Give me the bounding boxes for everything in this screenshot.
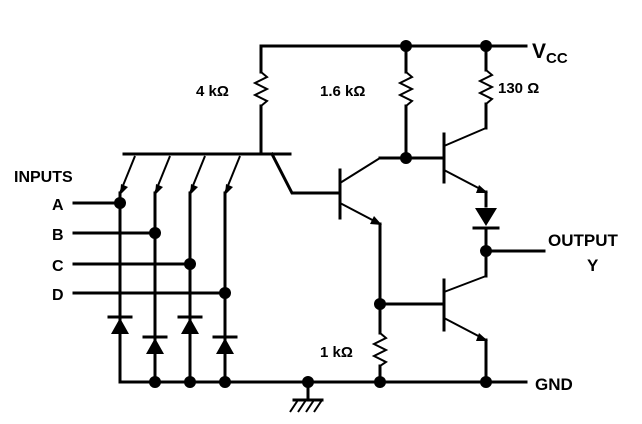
resistor-130-label: 130 Ω <box>498 80 539 97</box>
chassis-ground-icon <box>289 380 324 413</box>
clamp-diodes <box>107 315 238 354</box>
gnd-label: GND <box>535 375 573 394</box>
resistor-1k <box>371 302 389 384</box>
lower-output-transistor <box>378 275 488 384</box>
resistor-1k-label: 1 kΩ <box>320 344 353 361</box>
vcc-label: VCC <box>532 40 568 67</box>
clamp-diode-a <box>107 315 133 334</box>
output-label: OUTPUT <box>548 231 619 250</box>
input-d-label: D <box>52 287 64 304</box>
multi-emitter-input-transistor <box>119 151 340 195</box>
resistor-1-6k-label: 1.6 kΩ <box>320 83 365 100</box>
output-diode <box>472 208 546 278</box>
output-y-label: Y <box>587 256 599 275</box>
inputs-label: INPUTS <box>14 169 73 186</box>
input-a-label: A <box>52 197 64 214</box>
clamp-diode-d <box>212 335 238 354</box>
input-b-label: B <box>52 227 64 244</box>
resistor-4k-label: 4 kΩ <box>196 83 229 100</box>
resistor-130 <box>477 44 495 130</box>
input-lines <box>72 191 231 384</box>
clamp-diode-c <box>177 315 203 334</box>
phase-splitter-transistor <box>338 152 444 310</box>
resistor-1-6k <box>397 44 415 160</box>
upper-output-transistor <box>442 127 488 208</box>
ground-rail <box>118 376 528 388</box>
clamp-diode-b <box>142 335 168 354</box>
resistor-4k <box>252 44 270 156</box>
input-c-label: C <box>52 258 64 275</box>
